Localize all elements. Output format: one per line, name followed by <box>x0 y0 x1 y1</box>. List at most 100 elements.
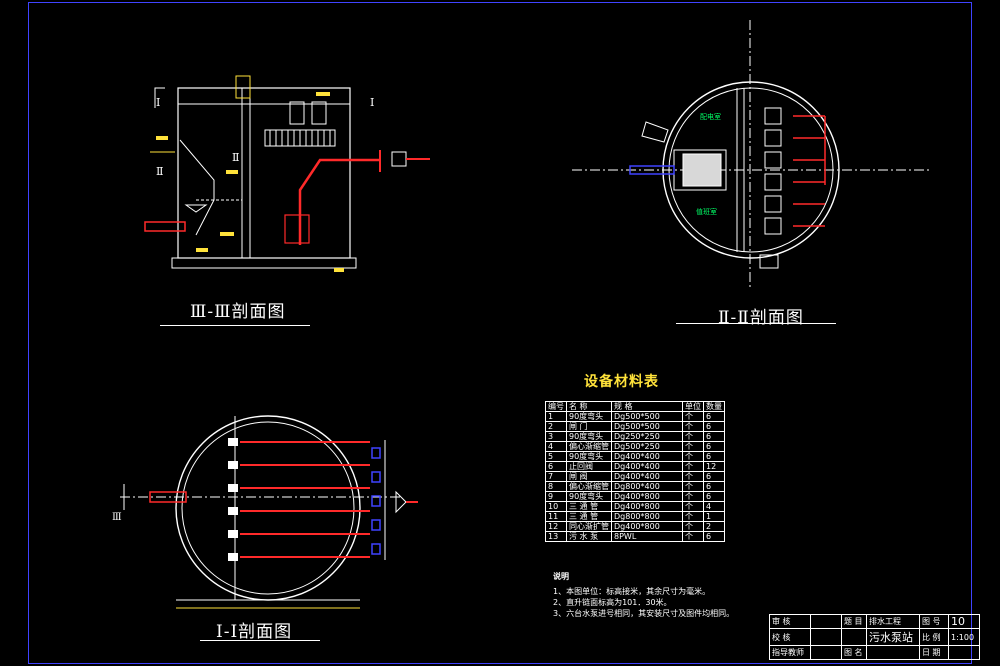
cell-no: 8 <box>545 481 567 492</box>
section-mark-i-left: Ⅰ <box>156 96 160 109</box>
title-block-cell: 图 名 <box>841 645 867 660</box>
cell-unit: 个 <box>682 481 704 492</box>
title-block-cell: 指导教师 <box>769 645 811 660</box>
notes-title: 说明 <box>553 572 569 581</box>
cell-unit: 个 <box>682 501 704 512</box>
section-mark-ii-right: Ⅱ <box>232 151 239 164</box>
cell-name: 三 通 管 <box>566 511 612 522</box>
cell-spec: Dg400*800 <box>611 491 683 502</box>
cell-spec: Dg250*250 <box>611 431 683 442</box>
cell-name: 90度弯头 <box>566 431 612 442</box>
foundation-slab <box>171 257 357 269</box>
cell-spec: Dg400*800 <box>611 501 683 512</box>
title-block: 审 核 题 目 排水工程 图 号 10 校 核 污水泵站 比 例 1:100 指… <box>769 614 980 660</box>
cell-no: 4 <box>545 441 567 452</box>
cell-spec: Dg400*400 <box>611 451 683 462</box>
cell-no: 12 <box>545 521 567 532</box>
title-block-cell: 日 期 <box>919 645 949 660</box>
cell-no: 13 <box>545 531 567 542</box>
title-block-cell: 校 核 <box>769 628 811 646</box>
cell-name: 偏心渐缩管 <box>566 441 612 452</box>
title-block-cell: 图 号 <box>919 614 949 629</box>
cell-spec: Dg800*400 <box>611 481 683 492</box>
title-underline-iii <box>160 325 310 326</box>
cell-unit: 个 <box>682 491 704 502</box>
cell-unit: 个 <box>682 441 704 452</box>
section-title-ii: Ⅱ-Ⅱ剖面图 <box>718 308 804 328</box>
title-block-cell <box>841 628 867 646</box>
pump-bays <box>764 107 782 235</box>
cell-qty: 6 <box>703 491 725 502</box>
water-level-mark <box>184 204 208 213</box>
section-iii-elevation[interactable]: Ⅰ Ⅰ Ⅱ Ⅱ <box>144 75 430 272</box>
title-underline-ii <box>676 323 836 324</box>
shaft-outer-wall <box>662 81 840 259</box>
header-cell: 单位 <box>682 401 704 412</box>
cell-name: 闸 门 <box>566 421 612 432</box>
crane-hatch <box>269 130 331 146</box>
title-block-cell <box>810 628 842 646</box>
stair-core <box>682 153 722 187</box>
shaft-inner-wall <box>668 87 834 253</box>
cell-qty: 6 <box>703 451 725 462</box>
cell-no: 2 <box>545 421 567 432</box>
title-underline-i <box>200 640 320 641</box>
notes-block: 说明 1、本图单位：标高接米，其余尺寸为毫米。 2、直升链面标高为101．30米… <box>553 571 734 619</box>
title-block-cell <box>810 645 842 660</box>
header-cell: 名 称 <box>566 401 612 412</box>
section-i-plan[interactable]: Ⅲ <box>112 415 418 609</box>
title-block-cell <box>948 645 980 660</box>
section-mark-i-right: Ⅰ <box>370 96 374 109</box>
cell-unit: 个 <box>682 531 704 542</box>
cell-qty: 12 <box>703 461 725 472</box>
inlet-pipe-plan <box>629 165 675 175</box>
section-mark-iii: Ⅲ <box>112 512 122 523</box>
cell-spec: Dg400*400 <box>611 471 683 482</box>
cell-no: 1 <box>545 411 567 422</box>
section-title-i: Ⅰ-Ⅰ剖面图 <box>216 622 293 642</box>
title-block-row: 审 核 题 目 排水工程 图 号 10 <box>769 614 980 629</box>
header-cell: 数量 <box>703 401 725 412</box>
outlet-chamber <box>759 254 779 269</box>
cell-qty: 6 <box>703 481 725 492</box>
vent-duct <box>641 121 669 143</box>
cell-name: 90度弯头 <box>566 451 612 462</box>
cell-unit: 个 <box>682 451 704 462</box>
section-ii-plan[interactable]: 配电室 值班室 <box>572 20 930 290</box>
cell-name: 偏心渐缩管 <box>566 481 612 492</box>
cell-spec: Dg500*250 <box>611 441 683 452</box>
title-block-row: 指导教师 图 名 日 期 <box>769 645 980 660</box>
cell-name: 止回阀 <box>566 461 612 472</box>
cell-name: 同心渐扩管 <box>566 521 612 532</box>
cell-name: 90度弯头 <box>566 411 612 422</box>
pump-units <box>228 438 238 561</box>
bar-screen <box>179 139 215 236</box>
header-cell: 编号 <box>545 401 567 412</box>
cell-no: 7 <box>545 471 567 482</box>
discharge-pipe <box>298 158 380 245</box>
cell-unit: 个 <box>682 421 704 432</box>
cell-spec: Dg800*800 <box>611 511 683 522</box>
cell-qty: 6 <box>703 431 725 442</box>
section-mark-left <box>154 87 165 108</box>
cell-name: 污 水 泵 <box>566 531 612 542</box>
cell-no: 9 <box>545 491 567 502</box>
title-block-cell: 审 核 <box>769 614 811 629</box>
title-block-cell: 污水泵站 <box>866 628 920 646</box>
cell-qty: 6 <box>703 441 725 452</box>
cell-spec: 8PWL <box>611 531 683 542</box>
cell-unit: 个 <box>682 411 704 422</box>
equipment-table-title: 设备材料表 <box>584 374 659 390</box>
title-block-cell: 排水工程 <box>866 614 920 629</box>
cell-no: 6 <box>545 461 567 472</box>
cell-qty: 2 <box>703 521 725 532</box>
cell-unit: 个 <box>682 521 704 532</box>
cell-qty: 1 <box>703 511 725 522</box>
cell-unit: 个 <box>682 431 704 442</box>
